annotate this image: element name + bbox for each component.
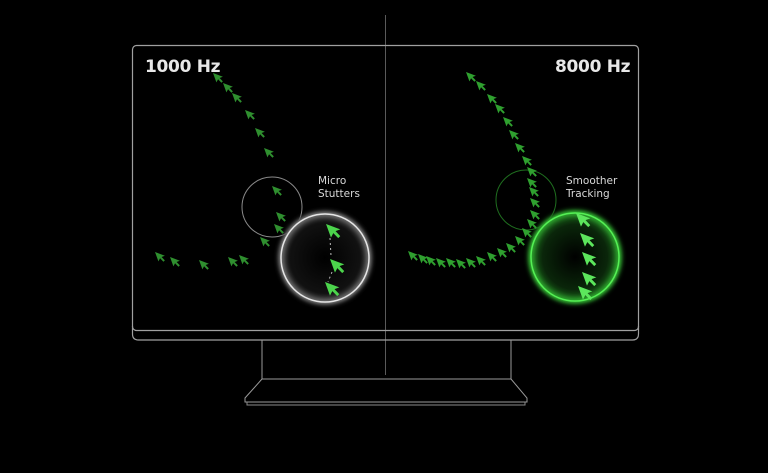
right-note: Smoother Tracking [566, 175, 617, 201]
cursor-arrow-icon [264, 145, 276, 160]
cursor-arrow-icon [276, 209, 288, 224]
cursor-arrow-icon [228, 254, 240, 269]
cursor-arrow-icon [199, 257, 211, 272]
cursor-arrow-icon [509, 127, 521, 142]
left-cursor-trail [155, 70, 288, 272]
right-cursor-trail [408, 69, 542, 271]
right-rate-label: 8000 Hz [555, 57, 631, 77]
left-magnifier [275, 208, 375, 308]
cursor-arrow-icon [476, 78, 488, 93]
cursor-arrow-icon [436, 255, 448, 270]
cursor-arrow-icon [527, 164, 539, 179]
cursor-arrow-icon [476, 253, 488, 268]
right-note-line1: Smoother [566, 175, 618, 187]
cursor-arrow-icon [456, 256, 468, 271]
cursor-arrow-icon [487, 91, 499, 106]
cursor-arrow-icon [232, 90, 244, 105]
left-rate-label: 1000 Hz [145, 57, 221, 77]
monitor-bezel [131, 326, 640, 341]
cursor-arrow-icon [255, 125, 267, 140]
left-note-line1: Micro [318, 175, 347, 187]
right-note-line2: Tracking [566, 188, 610, 200]
cursor-arrow-icon [223, 80, 235, 95]
monitor-stand-neck [261, 340, 512, 380]
cursor-arrow-icon [155, 249, 167, 264]
cursor-arrow-icon [527, 175, 539, 190]
cursor-arrow-icon [522, 153, 534, 168]
monitor-screen [131, 44, 640, 332]
left-note-line2: Stutters [318, 188, 360, 200]
cursor-arrow-icon [466, 69, 478, 84]
left-note: Micro Stutters [318, 175, 360, 201]
cursor-arrow-icon [239, 252, 251, 267]
cursor-arrow-icon [530, 195, 542, 210]
cursor-arrow-icon [503, 114, 515, 129]
cursor-arrow-icon [446, 255, 458, 270]
cursor-arrow-icon [487, 249, 499, 264]
cursor-arrow-icon [408, 248, 420, 263]
right-magnifier [525, 207, 625, 307]
cursor-arrow-icon [506, 240, 518, 255]
cursor-arrow-icon [466, 255, 478, 270]
cursor-arrow-icon [497, 245, 509, 260]
cursor-arrow-icon [272, 183, 284, 198]
cursor-arrow-icon [170, 254, 182, 269]
cursor-arrow-icon [530, 207, 542, 222]
monitor-stand-base [244, 378, 528, 403]
cursor-arrow-icon [245, 107, 257, 122]
cursor-arrow-icon [426, 253, 438, 268]
cursor-arrow-icon [515, 140, 527, 155]
cursor-arrow-icon [495, 101, 507, 116]
left-focus-circle [241, 176, 303, 238]
